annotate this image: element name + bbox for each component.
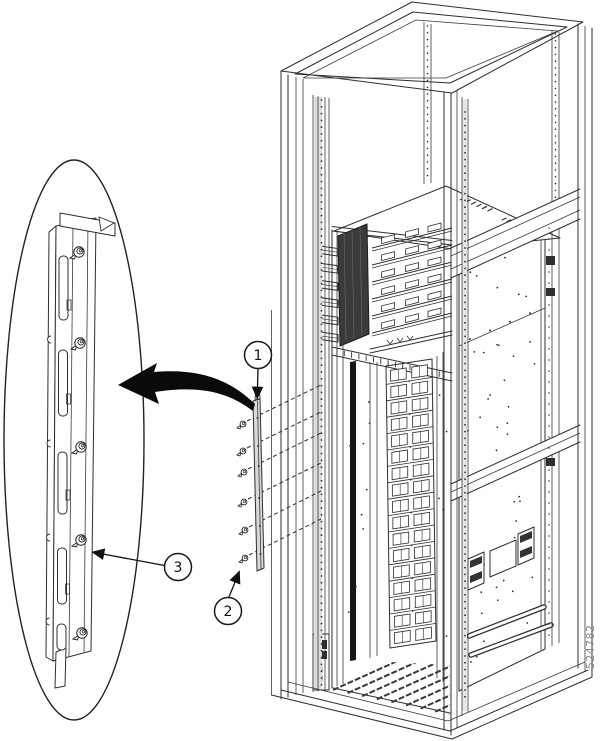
callout-3-circle xyxy=(163,552,193,582)
rack-side-mid-beam xyxy=(450,424,581,502)
rack-back-left-rail xyxy=(423,22,432,184)
mounting-bracket-assembly xyxy=(236,384,322,572)
callout-1: 1 xyxy=(243,340,273,400)
card-cage xyxy=(319,222,453,354)
detail-bracket-notches xyxy=(45,335,52,626)
zoom-arrow xyxy=(118,363,255,411)
side-panel-latch-right xyxy=(517,526,535,566)
callout-2: 2 xyxy=(213,570,243,626)
rack-back-right-post xyxy=(577,23,593,678)
callout-3-label: 3 xyxy=(174,560,183,576)
rack-left-post xyxy=(271,70,304,700)
detail-bracket-foot xyxy=(54,647,67,689)
callout-3: 3 xyxy=(91,548,193,582)
part-number: 524782 xyxy=(584,625,597,669)
rack-side-top-beam xyxy=(450,188,581,279)
callout-1-label: 1 xyxy=(254,348,263,364)
side-panel-seam xyxy=(458,307,546,347)
floor-grating xyxy=(332,659,451,716)
install-bracket-strip xyxy=(252,398,265,572)
bracket-screws xyxy=(236,420,249,564)
rack-left-mounting-rail xyxy=(312,95,330,692)
detail-bracket-slots xyxy=(56,255,72,651)
chassis-front xyxy=(312,229,453,716)
rail-hole-dots xyxy=(320,25,557,698)
cage-clip-marks xyxy=(386,335,414,345)
backplane-slot-column xyxy=(385,358,437,649)
rack-frame xyxy=(271,1,593,740)
chassis-side-panel xyxy=(458,206,554,692)
detail-bracket xyxy=(45,212,116,689)
card-shelves xyxy=(371,222,453,337)
side-panel-latch-left xyxy=(467,551,485,591)
side-panel-bottom-rails xyxy=(466,604,554,658)
rack-back-right-rail xyxy=(546,30,560,646)
bracket-strip-holes xyxy=(256,417,262,555)
callout-2-circle xyxy=(213,596,243,626)
callout-1-circle xyxy=(243,340,273,370)
chassis-dark-slot xyxy=(350,361,356,661)
callout-2-label: 2 xyxy=(224,604,233,620)
chassis-screw-dots xyxy=(347,394,448,638)
detail-oval-view xyxy=(3,159,145,721)
rack-top-frame xyxy=(280,1,584,94)
rack-right-post xyxy=(443,91,458,736)
rack-bottom-frame xyxy=(271,661,593,740)
side-panel-label-plate xyxy=(489,539,517,578)
